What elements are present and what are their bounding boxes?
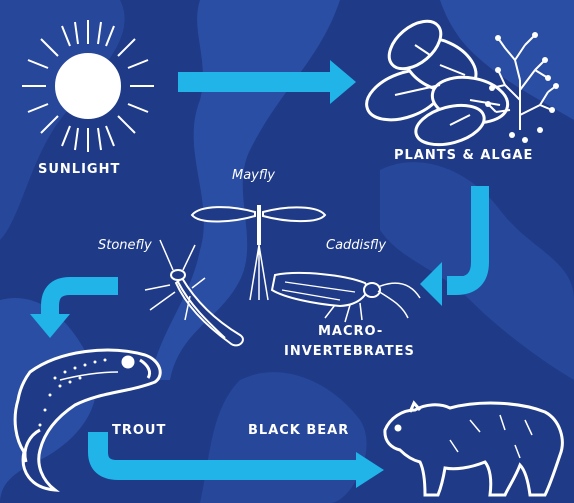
label-macro-line1: MACRO- xyxy=(318,324,383,339)
label-sunlight: SUNLIGHT xyxy=(38,162,120,177)
label-black-bear: BLACK BEAR xyxy=(248,423,349,438)
label-trout: TROUT xyxy=(112,423,166,438)
label-caddisfly: Caddisfly xyxy=(326,238,386,253)
label-macro-line2: INVERTEBRATES xyxy=(284,344,415,359)
label-mayfly: Mayfly xyxy=(232,168,275,183)
label-stonefly: Stonefly xyxy=(98,238,152,253)
label-plants-algae: PLANTS & ALGAE xyxy=(394,148,533,163)
